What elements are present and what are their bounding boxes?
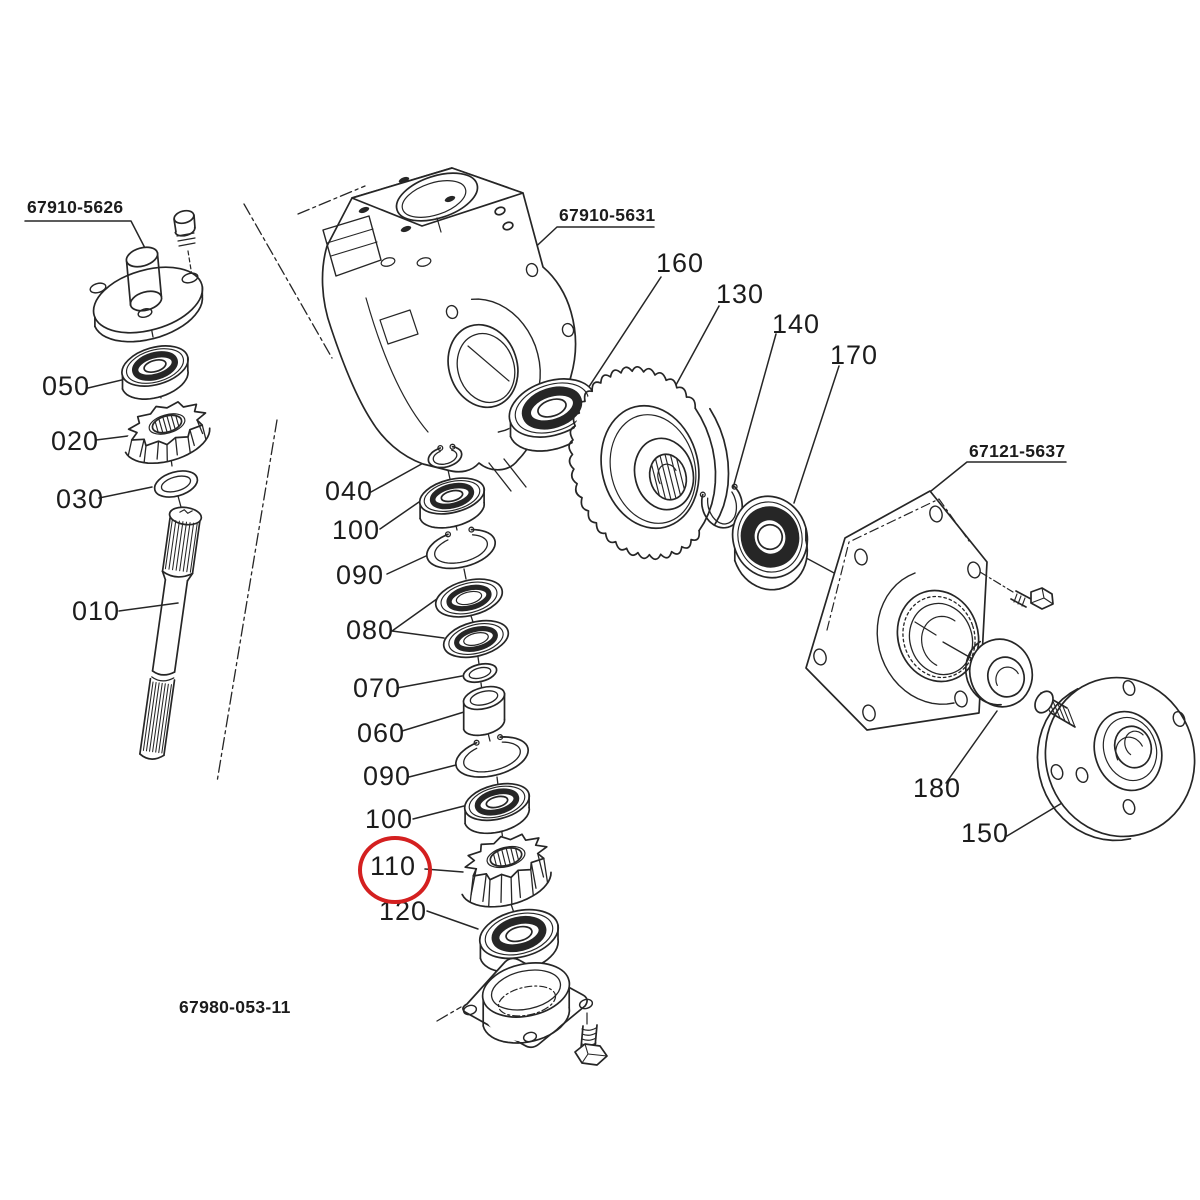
callout-020: 020 (51, 426, 100, 456)
callout-170: 170 (830, 340, 879, 370)
part-ref-gear-case: 67910-5631 (559, 205, 656, 225)
callout-040: 040 (325, 476, 374, 506)
part-ref-upper-left: 67910-5626 (27, 197, 124, 217)
callout-090-lower: 090 (363, 761, 412, 791)
callout-140: 140 (772, 309, 821, 339)
callout-010: 010 (72, 596, 121, 626)
callout-050: 050 (42, 371, 91, 401)
callout-180: 180 (913, 773, 962, 803)
diagram-code: 67980-053-11 (179, 997, 291, 1017)
callout-060: 060 (357, 718, 406, 748)
callout-130: 130 (716, 279, 765, 309)
callout-100-upper: 100 (332, 515, 381, 545)
callout-090-upper: 090 (336, 560, 385, 590)
callout-150: 150 (961, 818, 1010, 848)
callout-030: 030 (56, 484, 105, 514)
callout-080: 080 (346, 615, 395, 645)
callout-160: 160 (656, 248, 705, 278)
highlight-circle (358, 836, 432, 904)
callout-100-lower: 100 (365, 804, 414, 834)
callout-070: 070 (353, 673, 402, 703)
part-ref-cover: 67121-5637 (969, 441, 1066, 461)
